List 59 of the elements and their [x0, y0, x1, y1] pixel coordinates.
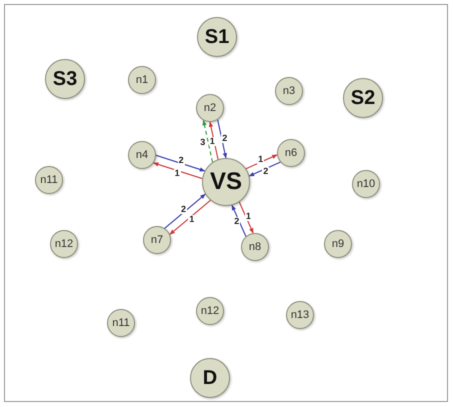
node-circle: [196, 94, 224, 122]
arrow: [238, 202, 254, 234]
edge-label: 2: [233, 217, 240, 226]
node-circle: [241, 233, 269, 261]
node-label: n13: [290, 309, 310, 321]
node-label: VS: [210, 168, 242, 196]
node-label: n2: [204, 102, 216, 114]
node-circle: [128, 141, 156, 169]
node-label: S1: [204, 26, 230, 48]
edge-label: 2: [221, 134, 228, 143]
node-circle: [343, 78, 383, 118]
node-label: n11: [112, 317, 130, 329]
arrow: [208, 121, 219, 160]
node-label: S2: [350, 86, 376, 110]
edge-label: 1: [244, 212, 252, 222]
node-label: n12: [200, 305, 220, 317]
node-circle: [324, 230, 352, 258]
node-circle: [45, 59, 85, 99]
arrow: [153, 162, 202, 180]
edge-label: 1: [188, 214, 196, 224]
edge-label: 2: [178, 156, 185, 166]
node-label: n1: [136, 74, 148, 86]
arrow: [156, 154, 206, 172]
node-circle: [35, 166, 63, 194]
edge-label: 1: [257, 155, 264, 164]
node-label: D: [202, 366, 218, 390]
node-circle: [286, 301, 314, 329]
node-label: S3: [52, 68, 78, 90]
arrow: [217, 120, 228, 159]
node-circle: [143, 226, 171, 254]
arrow: [246, 154, 278, 170]
edge-label: 2: [262, 166, 270, 176]
arrow: [231, 204, 246, 237]
node-circle: [128, 66, 156, 94]
edge-label: 1: [174, 168, 181, 178]
node-circle: [190, 358, 230, 398]
node-circle: [50, 230, 78, 258]
arrow: [202, 120, 214, 162]
node-circle: [196, 297, 224, 325]
node-label: n4: [136, 149, 148, 161]
node-label: n12: [54, 238, 74, 250]
node-circle: [202, 158, 250, 206]
arrow: [169, 200, 211, 235]
node-circle: [107, 309, 135, 337]
node-label: n10: [356, 178, 376, 190]
node-circle: [352, 170, 380, 198]
node-label: n3: [282, 85, 296, 97]
node-label: n7: [150, 234, 164, 246]
node-label: n6: [284, 147, 298, 159]
node-label: n8: [248, 241, 262, 253]
edge-label: 1: [208, 136, 216, 146]
node-circle: [277, 139, 305, 167]
node-label: n9: [332, 238, 344, 250]
node-circle: [275, 77, 303, 105]
node-circle: [197, 17, 237, 57]
edge-label: 2: [180, 204, 187, 214]
node-label: n11: [40, 174, 58, 186]
arrow: [164, 194, 206, 229]
edge-label: 3: [199, 138, 206, 147]
